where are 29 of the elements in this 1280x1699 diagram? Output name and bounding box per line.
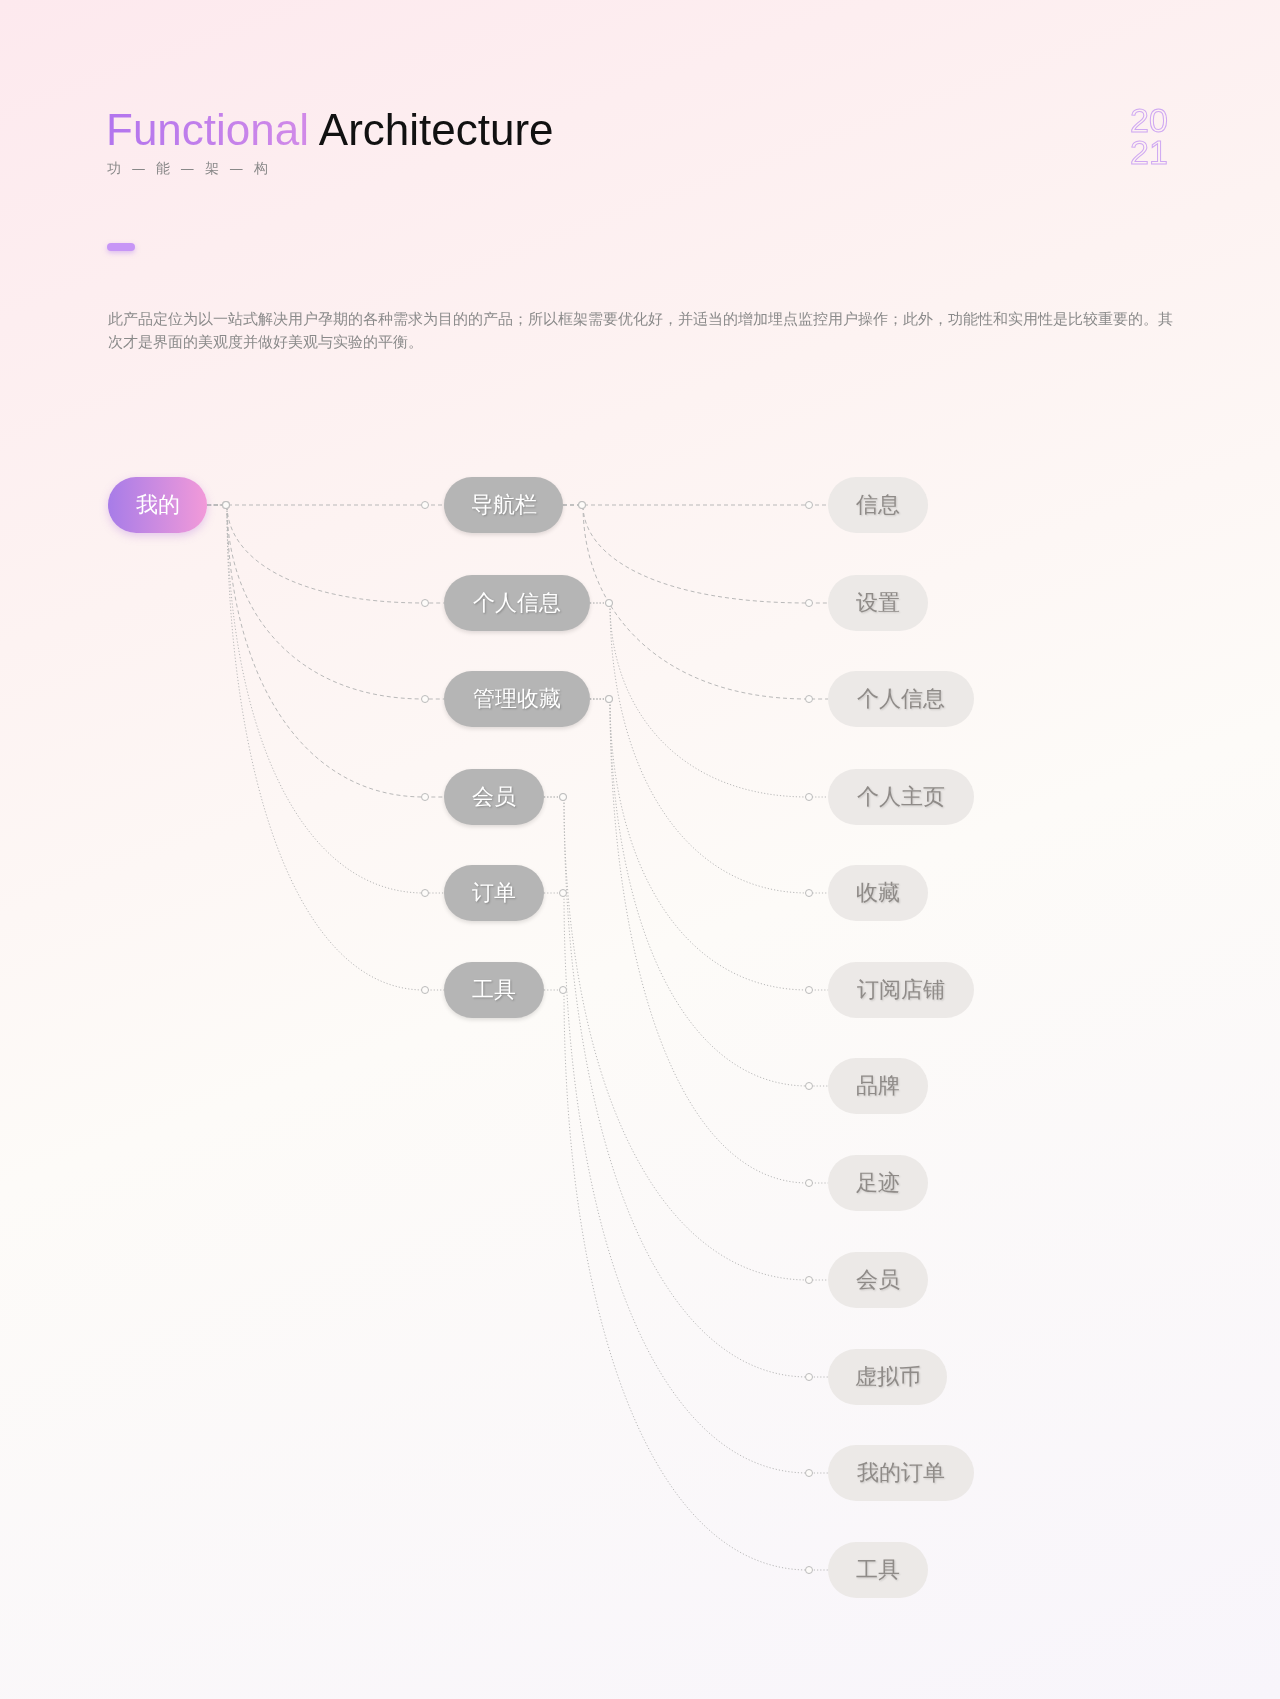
item-pill: 虚拟币 — [828, 1349, 947, 1405]
item-pill: 会员 — [828, 1252, 928, 1308]
item-pill: 订阅店铺 — [828, 962, 974, 1018]
year-text: 21 — [1130, 136, 1168, 168]
item-pill: 信息 — [828, 477, 928, 533]
category-pill: 订单 — [444, 865, 544, 921]
subtitle: 功 — 能 — 架 — 构 — [107, 160, 271, 178]
connector — [589, 599, 829, 897]
category-pill: 工具 — [444, 962, 544, 1018]
category-pill: 个人信息 — [444, 575, 590, 631]
item-pill: 收藏 — [828, 865, 928, 921]
item-pill: 品牌 — [828, 1058, 928, 1114]
connector — [562, 501, 829, 703]
item-pill: 足迹 — [828, 1155, 928, 1211]
connector — [543, 889, 829, 1477]
item-pill: 个人主页 — [828, 769, 974, 825]
connector — [543, 793, 829, 1381]
category-pill: 会员 — [444, 769, 544, 825]
item-pill: 我的订单 — [828, 1445, 974, 1501]
item-pill: 设置 — [828, 575, 928, 631]
root-pill: 我的 — [108, 477, 207, 533]
item-pill: 个人信息 — [828, 671, 974, 727]
item-pill: 工具 — [828, 1542, 928, 1598]
connector — [543, 986, 829, 1574]
year-text: 20 — [1130, 104, 1168, 136]
description-text: 此产品定位为以一站式解决用户孕期的各种需求为目的的产品；所以框架需要优化好，并适当的增加埋点监控用户操作；此外，功能性和实用性是比较重要的。其次才是界面的美观度并做好美观与实验的平衡。 — [108, 309, 1174, 353]
category-pill: 管理收藏 — [444, 671, 590, 727]
category-pill: 导航栏 — [444, 477, 563, 533]
title: Functional Architecture — [106, 104, 554, 156]
